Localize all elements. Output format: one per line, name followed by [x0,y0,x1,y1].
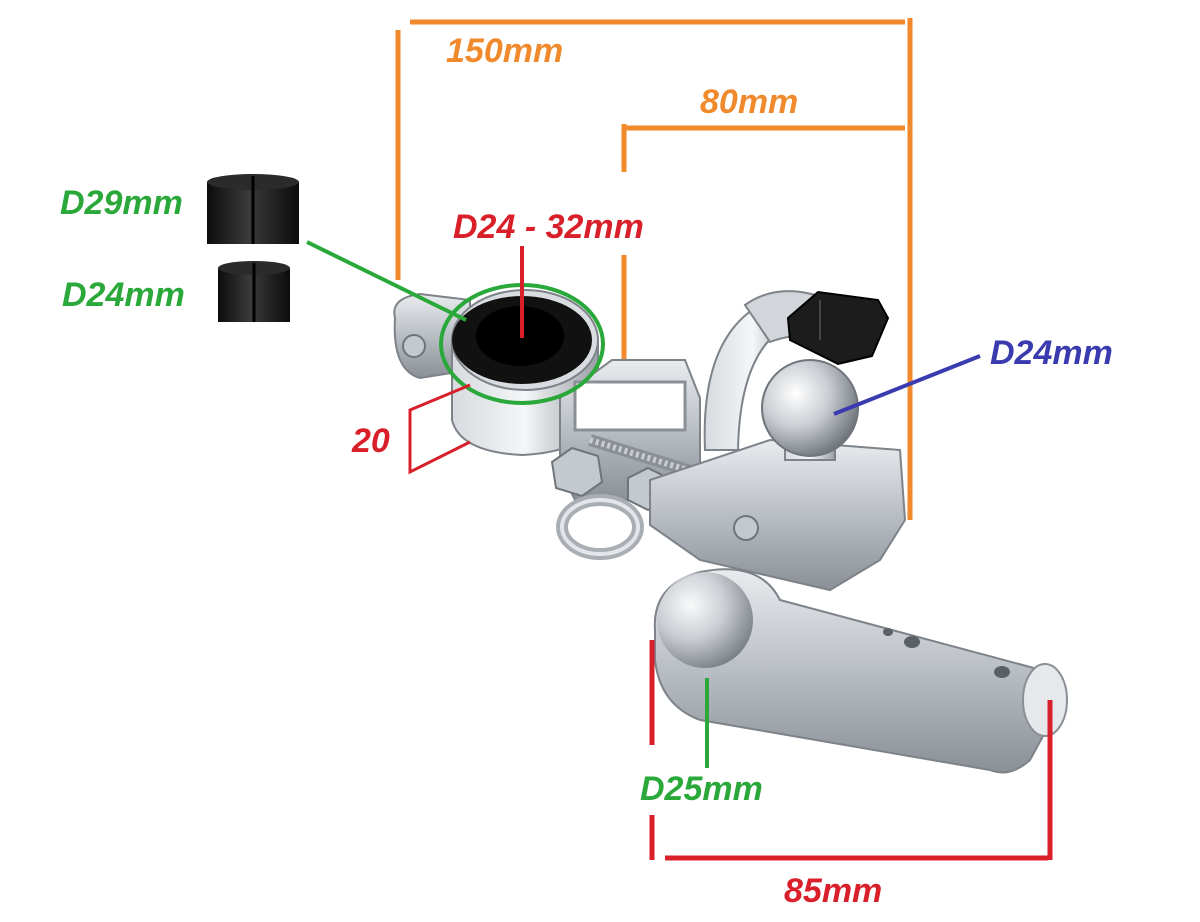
dimension-150mm [395,18,913,520]
socket-diameter-label: D25mm [640,770,763,808]
bushing-icon [218,261,290,322]
socket-tube-icon [653,568,1068,774]
rubber-cap [786,290,890,366]
socket-length-label: 85mm [784,872,882,910]
overall-length-label: 150mm [446,32,563,70]
ball-diameter-leader [833,354,981,416]
bushing-large-label: D29mm [60,184,183,222]
bushing-small-label: D24mm [62,276,185,314]
socket-length-dimension [649,640,1053,861]
clamp-height-dimension [408,383,471,475]
clamp-diameter-label: D24 - 32mm [453,208,644,246]
eye-bolt-icon [556,494,644,560]
clamp-height-label: 20 [351,422,390,460]
ball-diameter-label: D24mm [990,334,1113,372]
coupling-body [550,290,907,592]
tow-ball-icon [761,359,859,461]
dimension-80mm [621,124,905,360]
top-length-label: 80mm [700,83,798,121]
bushing-icon [207,174,299,244]
